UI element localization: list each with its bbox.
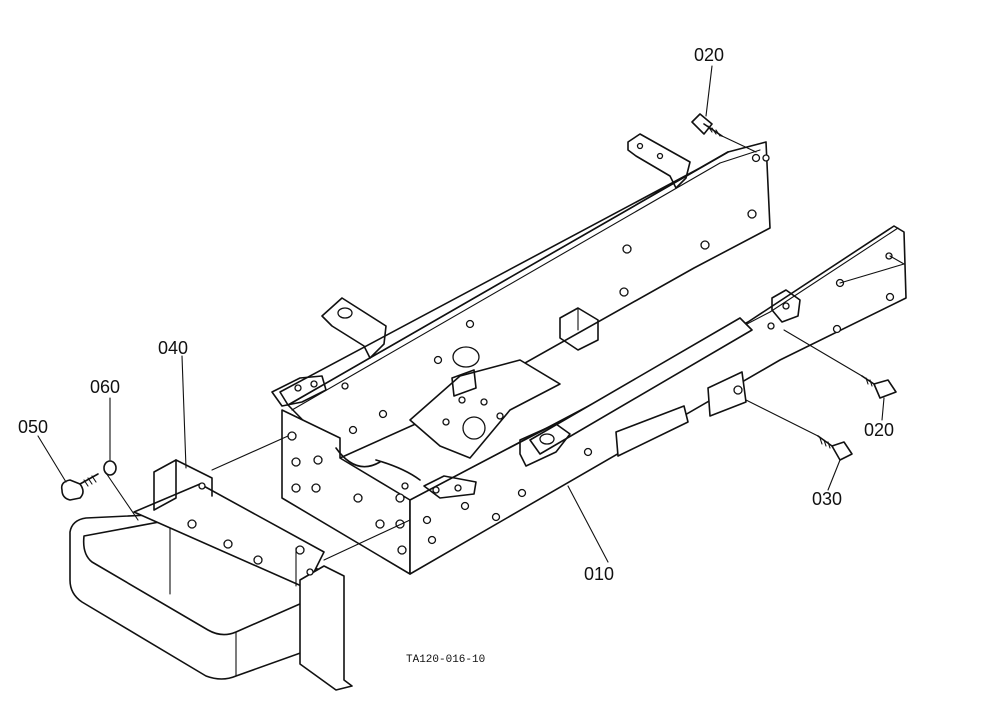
lower-rail-pad-short <box>707 371 747 417</box>
lower-rail-bracket <box>519 423 571 467</box>
center-tab <box>451 369 477 397</box>
step-support-plate <box>133 483 325 589</box>
step-assembly <box>69 435 411 691</box>
bolt-020-top <box>691 113 757 153</box>
leader-lines <box>37 65 885 563</box>
front-left-bracket <box>423 475 477 499</box>
bolt-050 <box>60 473 99 501</box>
callout-010: 010 <box>584 564 614 584</box>
callout-020-top: 020 <box>694 45 724 65</box>
callout-030: 030 <box>812 489 842 509</box>
bolt-030 <box>745 399 853 461</box>
upper-side-plate <box>287 141 771 459</box>
frame-assembly <box>271 133 907 575</box>
upper-bracket-rear <box>627 133 691 189</box>
drawing-code: TA120-016-10 <box>406 654 485 666</box>
bolt-020-right <box>783 329 897 399</box>
left-end-bracket <box>271 375 327 407</box>
callout-020-right: 020 <box>864 420 894 440</box>
lower-rail-flange <box>529 317 753 455</box>
washer-060 <box>103 460 139 521</box>
rear-corner-bracket <box>771 289 801 323</box>
callout-040: 040 <box>158 338 188 358</box>
callout-060: 060 <box>90 377 120 397</box>
lower-rail-pad-long <box>615 405 689 457</box>
step-mounting-leg <box>299 565 353 691</box>
upper-bracket-front <box>321 297 387 359</box>
upper-rail-flange <box>279 151 729 406</box>
center-cross-plate <box>409 359 561 459</box>
callout-050: 050 <box>18 417 48 437</box>
step-upright-flange <box>153 459 177 511</box>
